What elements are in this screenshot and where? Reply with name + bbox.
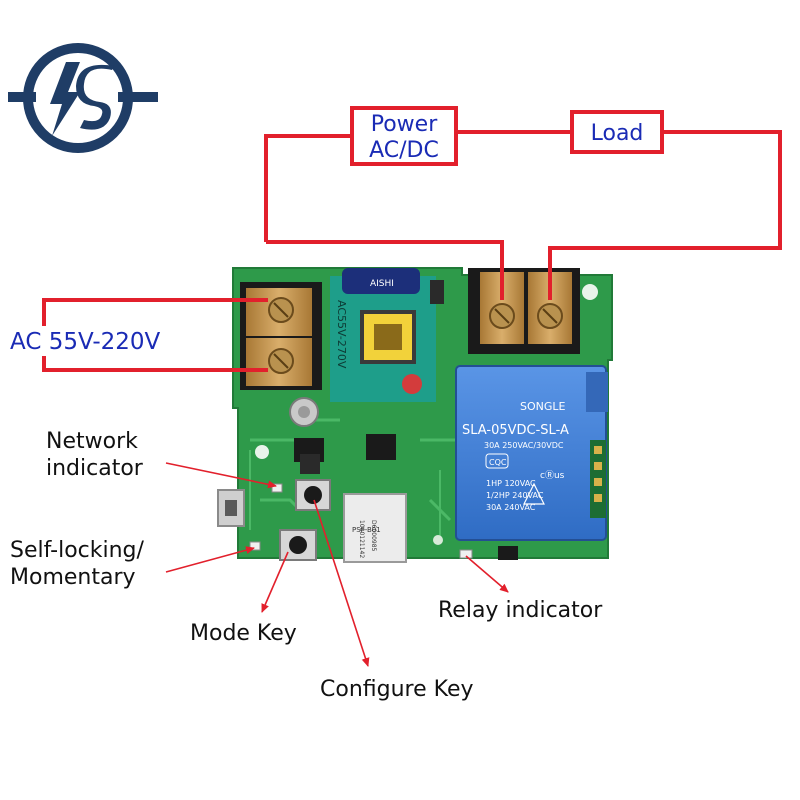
relay-indicator-label: Relay indicator <box>438 598 603 623</box>
arrow-self-locking <box>165 546 255 573</box>
relay-diode <box>498 546 518 560</box>
wifi-module-model: PSF-B01 <box>352 526 381 534</box>
mode-led <box>249 541 261 551</box>
electrolytic-capacitor <box>289 397 319 427</box>
configure-button <box>295 479 331 511</box>
relay-model: SLA-05VDC-SL-A <box>462 423 569 438</box>
ac-input-label: AC 55V-220V <box>10 329 161 355</box>
ic-chips <box>294 434 396 474</box>
self-locking-label-line1: Self-locking/ <box>10 538 145 563</box>
relay-rating-3: 1/2HP 240VAC <box>486 491 544 500</box>
arrow-network-indicator <box>165 462 277 489</box>
wire-power-to-terminal <box>266 240 504 300</box>
load-label: Load <box>591 121 644 146</box>
wifi-module: PSF-B01 1000121142 D6000985 <box>343 493 407 563</box>
callout-arrows <box>165 462 509 667</box>
relay-led <box>459 549 473 559</box>
relay-rating-4: 30A 240VAC <box>486 503 536 512</box>
wire-power-left <box>264 134 352 242</box>
wifi-module-serial: 1000121142 <box>358 520 365 558</box>
self-locking-label-line2: Momentary <box>10 565 136 590</box>
network-indicator-label-line1: Network <box>46 429 138 454</box>
configure-key-label: Configure Key <box>320 677 474 702</box>
lightning-s-logo-icon <box>8 43 158 153</box>
relay-rating-1: 30A 250VAC/30VDC <box>484 441 564 450</box>
header-pins <box>590 440 606 518</box>
power-label-line1: Power <box>371 112 438 137</box>
load-box <box>570 110 664 154</box>
relay-brand: SONGLE <box>520 400 566 413</box>
arrow-mode-key <box>261 551 289 613</box>
wire-ac-bottom <box>42 356 268 372</box>
relay-cqc: CQC <box>489 458 507 467</box>
arrow-relay-indicator <box>465 555 509 593</box>
arrow-configure-key <box>313 499 370 667</box>
power-label-line2: AC/DC <box>369 138 439 163</box>
mode-button <box>279 529 317 561</box>
wires <box>42 130 782 372</box>
psu-capacitor-marking: AISHI <box>370 279 394 289</box>
wire-load-to-terminal <box>548 130 782 300</box>
input-terminal-block <box>240 282 322 390</box>
output-terminal-block <box>468 268 580 354</box>
power-box <box>350 106 458 166</box>
relay-rating-2: 1HP 120VAC <box>486 479 536 488</box>
micro-usb-port <box>217 489 245 527</box>
network-indicator-label-line2: indicator <box>46 456 144 481</box>
mode-key-label: Mode Key <box>190 621 297 646</box>
psu-marking: AC55V-270V <box>335 300 348 369</box>
relay: SONGLE SLA-05VDC-SL-A 30A 250VAC/30VDC C… <box>455 365 608 541</box>
power-supply-module: AISHI AC55V-270V <box>330 268 444 402</box>
wire-ac-top <box>42 298 268 326</box>
wifi-module-code: D6000985 <box>370 520 377 552</box>
relay-ul: cⓇus <box>540 470 565 481</box>
